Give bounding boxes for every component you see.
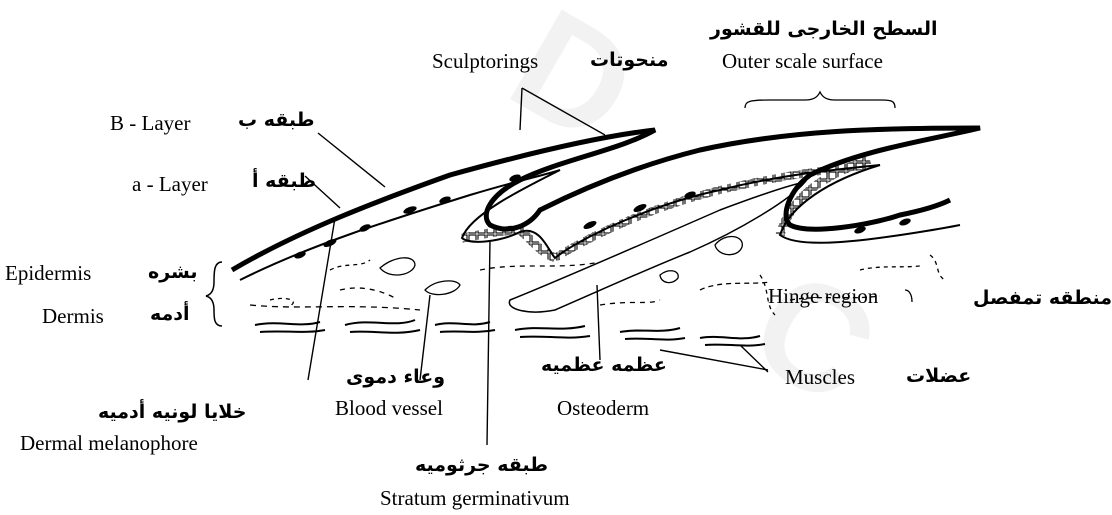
- b-layer-ar: طبقه ب: [238, 111, 315, 130]
- dermal-melanophore-en: Dermal melanophore: [20, 433, 198, 454]
- muscles-ar: عضلات: [906, 367, 971, 386]
- outer-scale-surface-ar: السطح الخارجى للقشور: [710, 20, 938, 39]
- osteoderm-en: Osteoderm: [557, 398, 649, 419]
- a-layer-ar: طبقه أ: [252, 172, 316, 191]
- dermis-brace: [206, 262, 222, 326]
- stratum-germinativum-ar: طبقه جرثوميه: [415, 456, 548, 475]
- outer-scale-surface-en: Outer scale surface: [722, 51, 883, 72]
- muscle-fibers: [255, 320, 765, 346]
- b-layer-en: B - Layer: [110, 113, 190, 134]
- dermis-en: Dermis: [42, 306, 104, 327]
- osteoderm-ar: عظمه عظميه: [541, 356, 667, 375]
- stratum-germinativum-en: Stratum germinativum: [380, 488, 570, 509]
- sculptorings-ar: منحوتات: [590, 51, 669, 70]
- hinge-region-ar: منطقه تمفصل: [973, 289, 1112, 308]
- epidermis-outline: [232, 128, 980, 280]
- sculptorings-en: Sculptorings: [432, 51, 538, 72]
- hinge-region-bracket: [905, 290, 912, 302]
- a-layer-en: a - Layer: [132, 174, 208, 195]
- blood-vessel-ar: وعاء دموى: [346, 368, 445, 387]
- dermal-melanophore-ar: خلايا لونيه أدميه: [98, 403, 246, 422]
- muscles-en: Muscles: [785, 367, 855, 388]
- leader-lines: [305, 88, 768, 445]
- epidermis-en: Epidermis: [5, 263, 91, 284]
- epidermis-ar: بشره: [148, 263, 198, 282]
- outer-surface-bracket: [745, 92, 895, 108]
- dermis-ar: أدمه: [150, 305, 190, 324]
- hinge-region-en: Hinge region: [768, 286, 878, 307]
- blood-vessel-en: Blood vessel: [335, 398, 443, 419]
